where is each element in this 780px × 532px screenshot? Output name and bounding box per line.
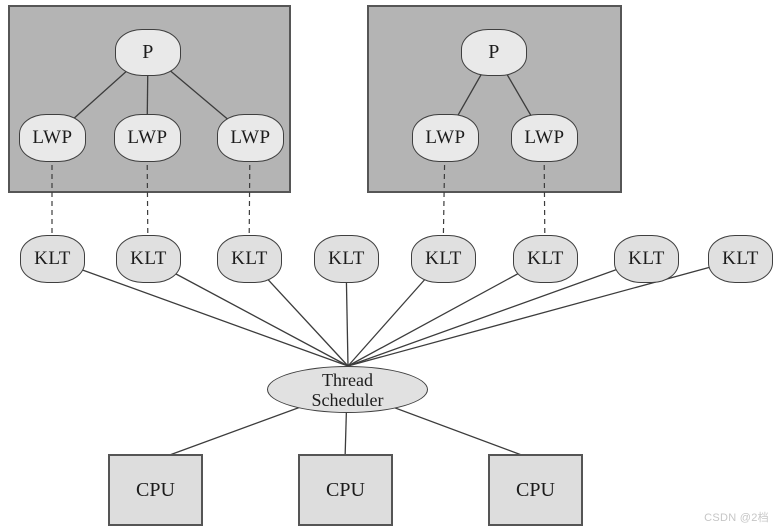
cpu-box-2: CPU xyxy=(298,454,393,526)
lwp-node-2-label: LWP xyxy=(127,127,168,148)
process-node-2-label: P xyxy=(488,41,500,63)
lwp-node-3: LWP xyxy=(217,114,284,162)
klt-node-4-label: KLT xyxy=(328,248,365,269)
klt-node-2-label: KLT xyxy=(130,248,167,269)
klt-node-3-label: KLT xyxy=(231,248,268,269)
csdn-watermark: CSDN @2档 xyxy=(704,512,769,524)
klt-node-5: KLT xyxy=(411,235,476,283)
cpu-box-2-label: CPU xyxy=(326,478,365,501)
thread-scheduler-label-line2: Scheduler xyxy=(311,389,384,410)
klt-node-6: KLT xyxy=(513,235,578,283)
klt-node-1-label: KLT xyxy=(34,248,71,269)
process-node-1: P xyxy=(115,29,181,76)
lwp-node-4: LWP xyxy=(412,114,479,162)
klt-node-7-label: KLT xyxy=(628,248,665,269)
klt-node-5-label: KLT xyxy=(425,248,462,269)
cpu-box-1-label: CPU xyxy=(136,478,175,501)
lwp-node-2: LWP xyxy=(114,114,181,162)
lwp-node-1: LWP xyxy=(19,114,86,162)
process-node-2: P xyxy=(461,29,527,76)
thread-scheduler-label-line1: Thread xyxy=(322,369,373,390)
klt-node-6-label: KLT xyxy=(527,248,564,269)
klt-node-8: KLT xyxy=(708,235,773,283)
lwp-node-5: LWP xyxy=(511,114,578,162)
lwp-node-4-label: LWP xyxy=(425,127,466,148)
cpu-box-3-label: CPU xyxy=(516,478,555,501)
lwp-node-5-label: LWP xyxy=(524,127,565,148)
cpu-box-1: CPU xyxy=(108,454,203,526)
klt-node-7: KLT xyxy=(614,235,679,283)
klt-scheduler-links xyxy=(51,258,741,367)
klt-node-3: KLT xyxy=(217,235,282,283)
klt-node-4: KLT xyxy=(314,235,379,283)
lwp-node-3-label: LWP xyxy=(230,127,271,148)
klt-node-2: KLT xyxy=(116,235,181,283)
klt-node-1: KLT xyxy=(20,235,85,283)
process-node-1-label: P xyxy=(142,41,154,63)
lwp-node-1-label: LWP xyxy=(32,127,73,148)
klt-node-8-label: KLT xyxy=(722,248,759,269)
cpu-box-3: CPU xyxy=(488,454,583,526)
thread-scheduler-node: Thread Scheduler xyxy=(267,366,428,413)
